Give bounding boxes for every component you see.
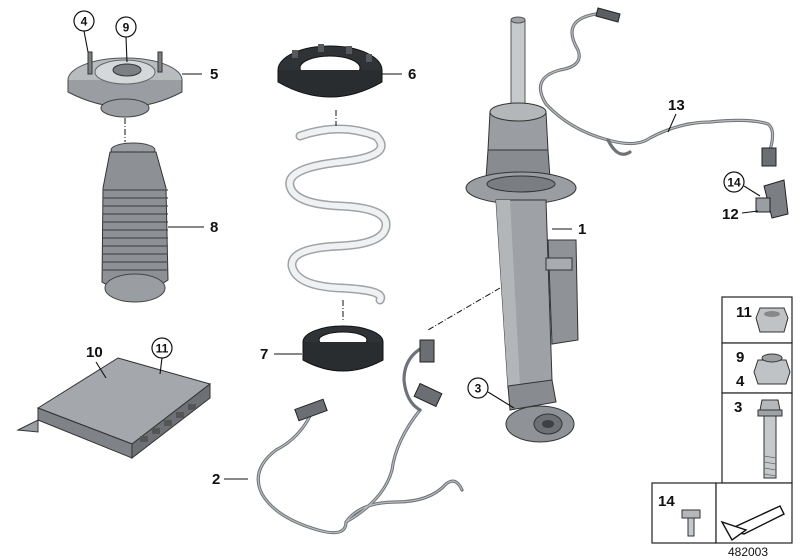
dust-boot-part-8[interactable] xyxy=(101,142,169,303)
legend-14-label: 14 xyxy=(658,493,675,510)
shock-absorber-part-1[interactable] xyxy=(465,16,579,443)
callout-13-label: 13 xyxy=(668,97,685,114)
leader-13 xyxy=(667,113,677,133)
sensor-cable-part-13[interactable] xyxy=(538,7,777,167)
top-mount-part-5[interactable] xyxy=(67,51,183,118)
callout-1-label: 1 xyxy=(578,221,586,238)
leader-11 xyxy=(159,357,163,375)
spring-seat-upper-part-6[interactable] xyxy=(277,44,383,98)
control-unit-part-10[interactable] xyxy=(16,357,212,460)
leader-3 xyxy=(487,391,515,409)
diagram-number: 482003 xyxy=(728,545,768,559)
callout-3-label: 3 xyxy=(475,382,482,396)
legend-box-14[interactable]: 14 xyxy=(651,482,717,544)
callout-4-label: 4 xyxy=(81,15,88,29)
callout-12-label: 12 xyxy=(722,206,739,223)
leader-12 xyxy=(741,210,759,214)
leader-4 xyxy=(83,30,89,53)
legend-box-11[interactable]: 11 xyxy=(721,296,793,344)
callout-10-label: 10 xyxy=(86,344,103,361)
callout-6-label: 6 xyxy=(408,66,416,83)
callout-7-label: 7 xyxy=(260,346,268,363)
callout-14-label: 14 xyxy=(727,176,741,190)
dash-line-1-sensor xyxy=(427,287,501,331)
legend-box-3[interactable]: 3 xyxy=(721,392,793,484)
sensor-cable-part-2[interactable] xyxy=(256,339,464,535)
callout-5-label: 5 xyxy=(210,66,218,83)
legend-9-label: 9 xyxy=(736,349,744,366)
callout-circle-3 xyxy=(467,377,489,399)
callout-circle-14 xyxy=(723,171,745,193)
callout-8-label: 8 xyxy=(210,219,218,236)
legend-box-arrow xyxy=(715,482,793,544)
coil-spring-white xyxy=(286,126,389,303)
legend-box-9-4[interactable]: 9 4 xyxy=(721,342,793,394)
callout-11-label: 11 xyxy=(156,342,169,356)
legend-3-label: 3 xyxy=(734,399,742,416)
height-sensor-part-12[interactable] xyxy=(755,179,789,219)
spring-seat-lower-part-7[interactable] xyxy=(302,325,384,372)
leader-9 xyxy=(125,36,128,63)
legend-4-label: 4 xyxy=(736,373,745,390)
legend-11-label: 11 xyxy=(736,304,752,321)
callout-2-label: 2 xyxy=(212,471,220,488)
leader-14 xyxy=(743,185,761,197)
callout-9-label: 9 xyxy=(123,21,130,35)
leader-10 xyxy=(95,361,107,379)
